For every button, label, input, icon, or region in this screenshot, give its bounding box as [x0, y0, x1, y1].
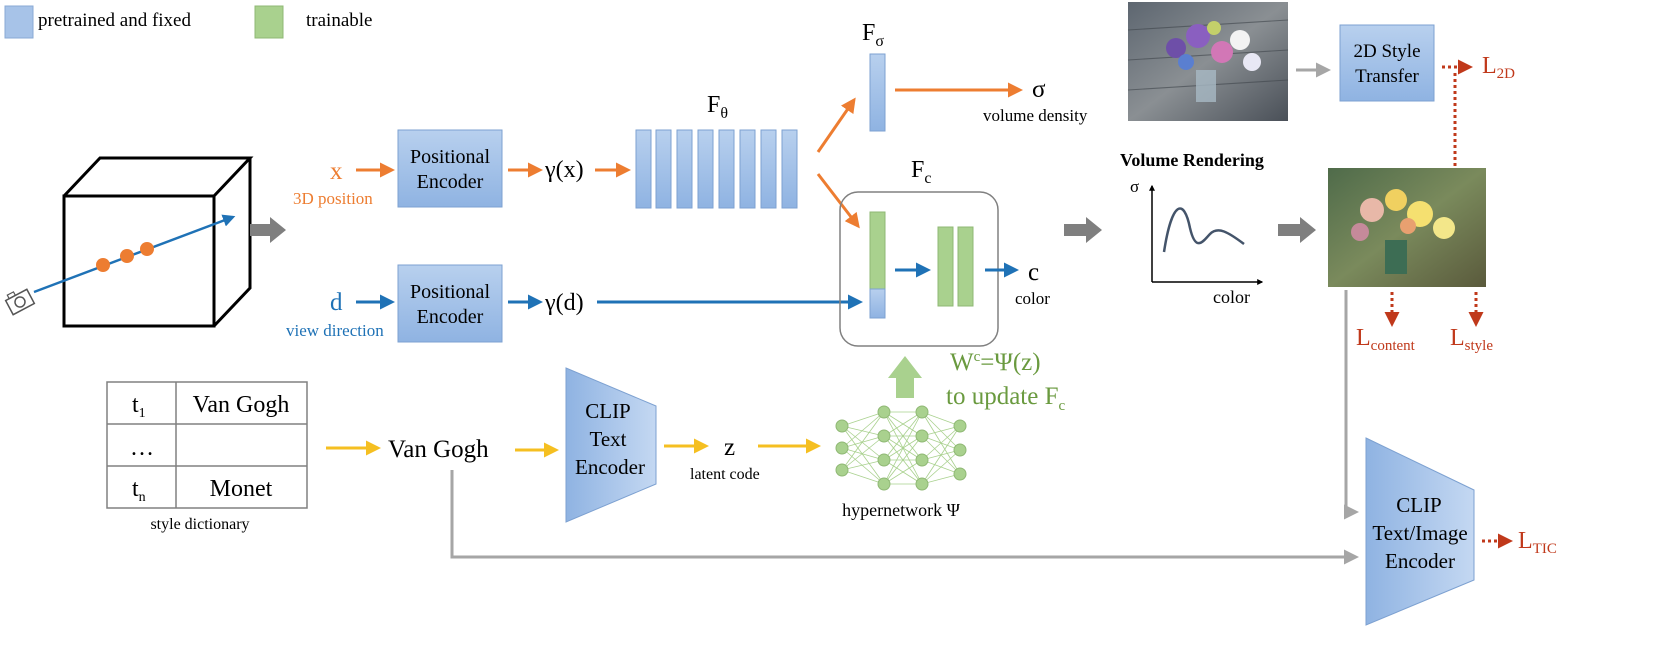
input-x: x [330, 158, 343, 185]
hypernetwork-graph [835, 405, 967, 491]
sample-point [120, 249, 134, 263]
update-equation: Wc=Ψ(z) [950, 349, 1041, 376]
gamma-x: γ(x) [544, 157, 584, 183]
style-dictionary: t1 Van Gogh … tn Monet [106, 381, 308, 509]
clip-image-encoder: CLIP Text/Image Encoder [1365, 437, 1475, 626]
dictionary-caption: style dictionary [150, 516, 249, 533]
sample-point [140, 242, 154, 256]
rendering-y-axis: σ [1130, 177, 1139, 196]
svg-text:CLIP: CLIP [1396, 493, 1442, 517]
legend-trainable-swatch [254, 5, 284, 39]
input-d-caption: view direction [286, 321, 384, 340]
input-d: d [330, 289, 343, 316]
input-x-caption: 3D position [293, 189, 373, 208]
legend: pretrained and fixed trainable [4, 5, 372, 39]
rendering-x-axis: color [1213, 287, 1250, 307]
f-c-label: Fc [911, 157, 931, 187]
flow-arrow [1278, 217, 1316, 243]
positional-encoder-d: Positional Encoder [397, 264, 503, 343]
f-sigma-layer [869, 53, 886, 132]
loss-style: Lstyle [1450, 325, 1493, 354]
dict-value: Monet [210, 476, 273, 502]
svg-text:Positional: Positional [410, 281, 490, 303]
f-c-layer [937, 226, 954, 307]
clip-text-encoder: CLIP Text Encoder [565, 367, 657, 523]
dict-key: … [130, 435, 154, 461]
sigma-output: σ [1032, 76, 1046, 103]
f-sigma-label: Fσ [862, 20, 884, 50]
dict-value: Van Gogh [193, 392, 290, 418]
color-caption: color [1015, 289, 1050, 308]
svg-text:CLIP: CLIP [585, 399, 631, 423]
svg-text:Text: Text [589, 427, 626, 451]
sample-point [96, 258, 110, 272]
legend-fixed-swatch [4, 5, 34, 39]
loss-content: Lcontent [1356, 325, 1416, 354]
loss-2d: L2D [1482, 53, 1515, 82]
style-transfer-box: 2D Style Transfer [1339, 24, 1435, 102]
volume-rendering-title: Volume Rendering [1120, 150, 1264, 170]
scene-cube [4, 156, 254, 328]
svg-text:2D Style: 2D Style [1353, 41, 1420, 62]
svg-text:Transfer: Transfer [1355, 66, 1419, 87]
image-to-clip [1344, 290, 1359, 520]
content-image [1127, 2, 1289, 121]
stylized-image [1328, 168, 1486, 287]
volume-rendering-plot [1149, 184, 1264, 285]
f-theta-network [635, 129, 798, 209]
style-text-to-clip [450, 470, 1359, 565]
svg-text:Encoder: Encoder [417, 306, 484, 328]
f-c-input-layer-fixed [869, 288, 886, 319]
color-output: c [1028, 259, 1039, 286]
sigma-caption: volume density [983, 106, 1088, 125]
latent-z: z [724, 434, 735, 461]
loss-tic: LTIC [1518, 528, 1557, 557]
svg-text:Positional: Positional [410, 146, 490, 168]
dict-key: tn [132, 476, 146, 505]
camera-icon [4, 288, 36, 316]
latent-caption: latent code [690, 466, 760, 483]
selected-style: Van Gogh [388, 436, 489, 463]
svg-text:Encoder: Encoder [1385, 549, 1455, 573]
svg-text:Encoder: Encoder [575, 455, 645, 479]
gamma-d: γ(d) [544, 290, 584, 316]
legend-fixed-label: pretrained and fixed [38, 10, 191, 31]
f-theta-label: Fθ [707, 92, 728, 122]
positional-encoder-x: Positional Encoder [397, 129, 503, 208]
f-c-layer [957, 226, 974, 307]
update-text: to update Fc [946, 383, 1066, 414]
flow-arrow [1064, 217, 1102, 243]
flow-arrow [250, 217, 286, 243]
update-arrow [888, 356, 922, 398]
hypernetwork-caption: hypernetwork Ψ [842, 500, 960, 520]
svg-text:Encoder: Encoder [417, 171, 484, 193]
svg-text:Text/Image: Text/Image [1372, 521, 1467, 545]
legend-trainable-label: trainable [306, 10, 372, 31]
dict-key: t1 [132, 392, 146, 421]
f-c-input-layer-trainable [869, 211, 886, 290]
density-curve [1162, 207, 1245, 253]
